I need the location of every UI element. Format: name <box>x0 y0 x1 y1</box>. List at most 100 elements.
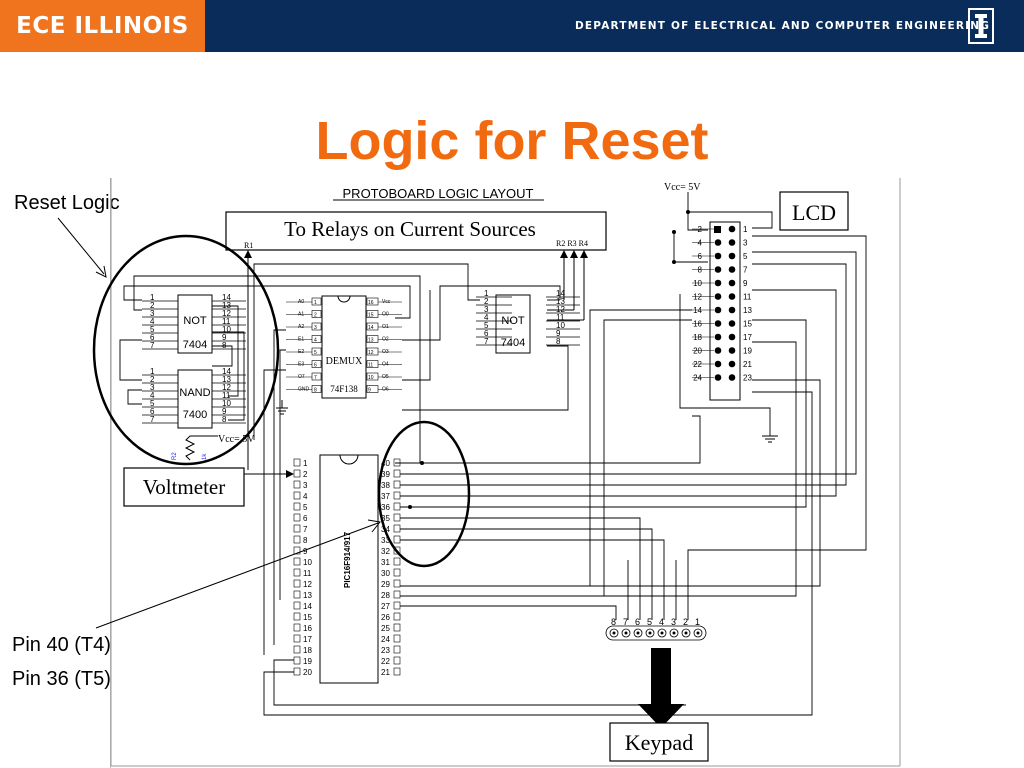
pic-pin-box <box>393 513 401 522</box>
pic-pin-num: 26 <box>381 613 390 622</box>
lcd-pin-num: 24 <box>693 374 702 383</box>
pic-pin-num: 14 <box>303 602 312 611</box>
pic-pin-num: 23 <box>381 646 390 655</box>
pic-pin-num: 6 <box>303 514 308 523</box>
demux-pin-box <box>366 385 379 393</box>
demux-pin-num: 8 <box>314 388 317 394</box>
lcd-pin-dot <box>714 360 722 368</box>
lcd-pin-num: 7 <box>743 266 748 275</box>
pic-pin-num: 11 <box>303 569 312 578</box>
lcd-pin-num: 3 <box>743 239 748 248</box>
lcd-pin-dot <box>714 266 722 273</box>
reset-logic-ellipse <box>92 234 280 466</box>
gate-pin-label: 1 <box>484 289 489 298</box>
pic-pin-num: 17 <box>303 635 312 644</box>
demux-pin-box <box>311 360 322 368</box>
pic-pin-num: 1 <box>303 459 308 468</box>
not-label-left: NOT <box>183 315 207 327</box>
demux-pin-box <box>311 385 322 393</box>
gate-pin-label: 8 <box>222 341 227 350</box>
lcd-pin-dot <box>714 279 722 287</box>
pic-pin-num: 25 <box>381 624 390 633</box>
pic-pin-box <box>393 568 401 577</box>
pic-pin-num: 4 <box>303 492 308 501</box>
gate-pin-label: 4 <box>484 313 489 322</box>
pic-pin-num: 18 <box>303 646 312 655</box>
pic-pin-box <box>393 524 401 533</box>
lcd-pin-dot <box>714 226 721 233</box>
gate-pin-label: 11 <box>222 317 231 326</box>
pic-pin-box <box>393 634 401 643</box>
vcc-mid-label: Vcc= 5V <box>218 434 255 445</box>
gate-pin-label: 2 <box>150 375 155 384</box>
pic-pin-box <box>393 480 401 489</box>
pin40-label: Pin 40 (T4) <box>12 634 111 656</box>
lcd-pin-dot <box>728 333 736 341</box>
pic-pin-num: 20 <box>303 668 312 677</box>
r2-small: R2 <box>172 452 178 460</box>
not-label-right: NOT <box>501 315 525 327</box>
gate-pin-label: 10 <box>556 321 565 330</box>
keypad-pin-center <box>624 631 628 635</box>
relays-box <box>225 211 607 251</box>
keypad-pin-center <box>612 631 616 635</box>
pic-pin-box <box>393 469 401 478</box>
pic-pin-box <box>293 601 301 610</box>
pic-pin-num: 29 <box>381 580 390 589</box>
pic-pin-num: 30 <box>381 569 390 578</box>
lcd-pin-num: 4 <box>698 239 703 248</box>
lcd-pin-num: 9 <box>743 279 748 288</box>
pic-pin-num: 13 <box>303 591 312 600</box>
slide-title: Logic for Reset <box>315 111 709 171</box>
gate-pin-label: 9 <box>556 329 561 338</box>
vcc-top-label: Vcc= 5V <box>664 182 701 193</box>
reset-logic-label: Reset Logic <box>14 192 120 214</box>
lcd-pin-dot <box>728 374 736 381</box>
pic-pin-num: 24 <box>381 635 390 644</box>
pic-label: PIC16F914/917 <box>343 531 352 588</box>
gate-pin-label: 14 <box>222 367 231 376</box>
demux-pin-box <box>311 372 322 381</box>
lcd-pin-num: 10 <box>693 279 702 288</box>
demux-pin-box <box>311 297 322 306</box>
pin36-label: Pin 36 (T5) <box>12 668 111 690</box>
pic-pin-box <box>293 645 301 654</box>
demux-pin-num: 4 <box>314 338 317 344</box>
demux-part: 74F138 <box>330 384 358 394</box>
brand-logo[interactable]: ECE ILLINOIS <box>0 0 205 52</box>
pic-pin-num: 22 <box>381 657 390 666</box>
gate-pin-label: 12 <box>222 309 231 318</box>
pic-pin-num: 10 <box>303 558 312 567</box>
gate-pin-label: 1 <box>150 293 155 302</box>
pic-pin-box <box>293 469 301 478</box>
gate-pin-label: 13 <box>556 297 565 306</box>
pic-pin-num: 40 <box>381 459 390 468</box>
lcd-pin-dot <box>714 239 722 246</box>
pic-pin-num: 7 <box>303 525 308 534</box>
keypad-pin-center <box>660 631 664 635</box>
pic-pin-box <box>393 535 401 544</box>
pic-pin-box <box>393 601 401 610</box>
pic-pin-box <box>293 502 301 511</box>
demux-pin-num: 10 <box>368 375 374 381</box>
keypad-label: Keypad <box>625 730 693 755</box>
pic-pin-box <box>393 557 401 566</box>
gate-pin-label: 10 <box>222 399 231 408</box>
keypad-pin-num: 5 <box>647 617 652 627</box>
demux-pin-num: 3 <box>314 325 317 331</box>
not-gate-chip-left: NOT 7404 <box>177 294 213 354</box>
lcd-pin-dot <box>728 239 736 246</box>
pic-pin-box <box>393 502 401 511</box>
illinois-logo-icon[interactable] <box>968 8 994 44</box>
pic-chip: PIC16F914/917 <box>319 454 379 684</box>
block-i-icon <box>975 14 987 38</box>
demux-pin-num: 6 <box>314 363 317 369</box>
gate-pin-label: 7 <box>150 415 155 424</box>
lcd-pin-dot <box>714 374 722 381</box>
pic-pin-num: 21 <box>381 668 390 677</box>
demux-pin-box <box>311 310 322 318</box>
gate-pin-label: 12 <box>222 383 231 392</box>
lcd-pin-num: 12 <box>693 293 702 302</box>
gate-pin-label: 2 <box>150 301 155 310</box>
r234-label: R2 R3 R4 <box>556 239 588 248</box>
